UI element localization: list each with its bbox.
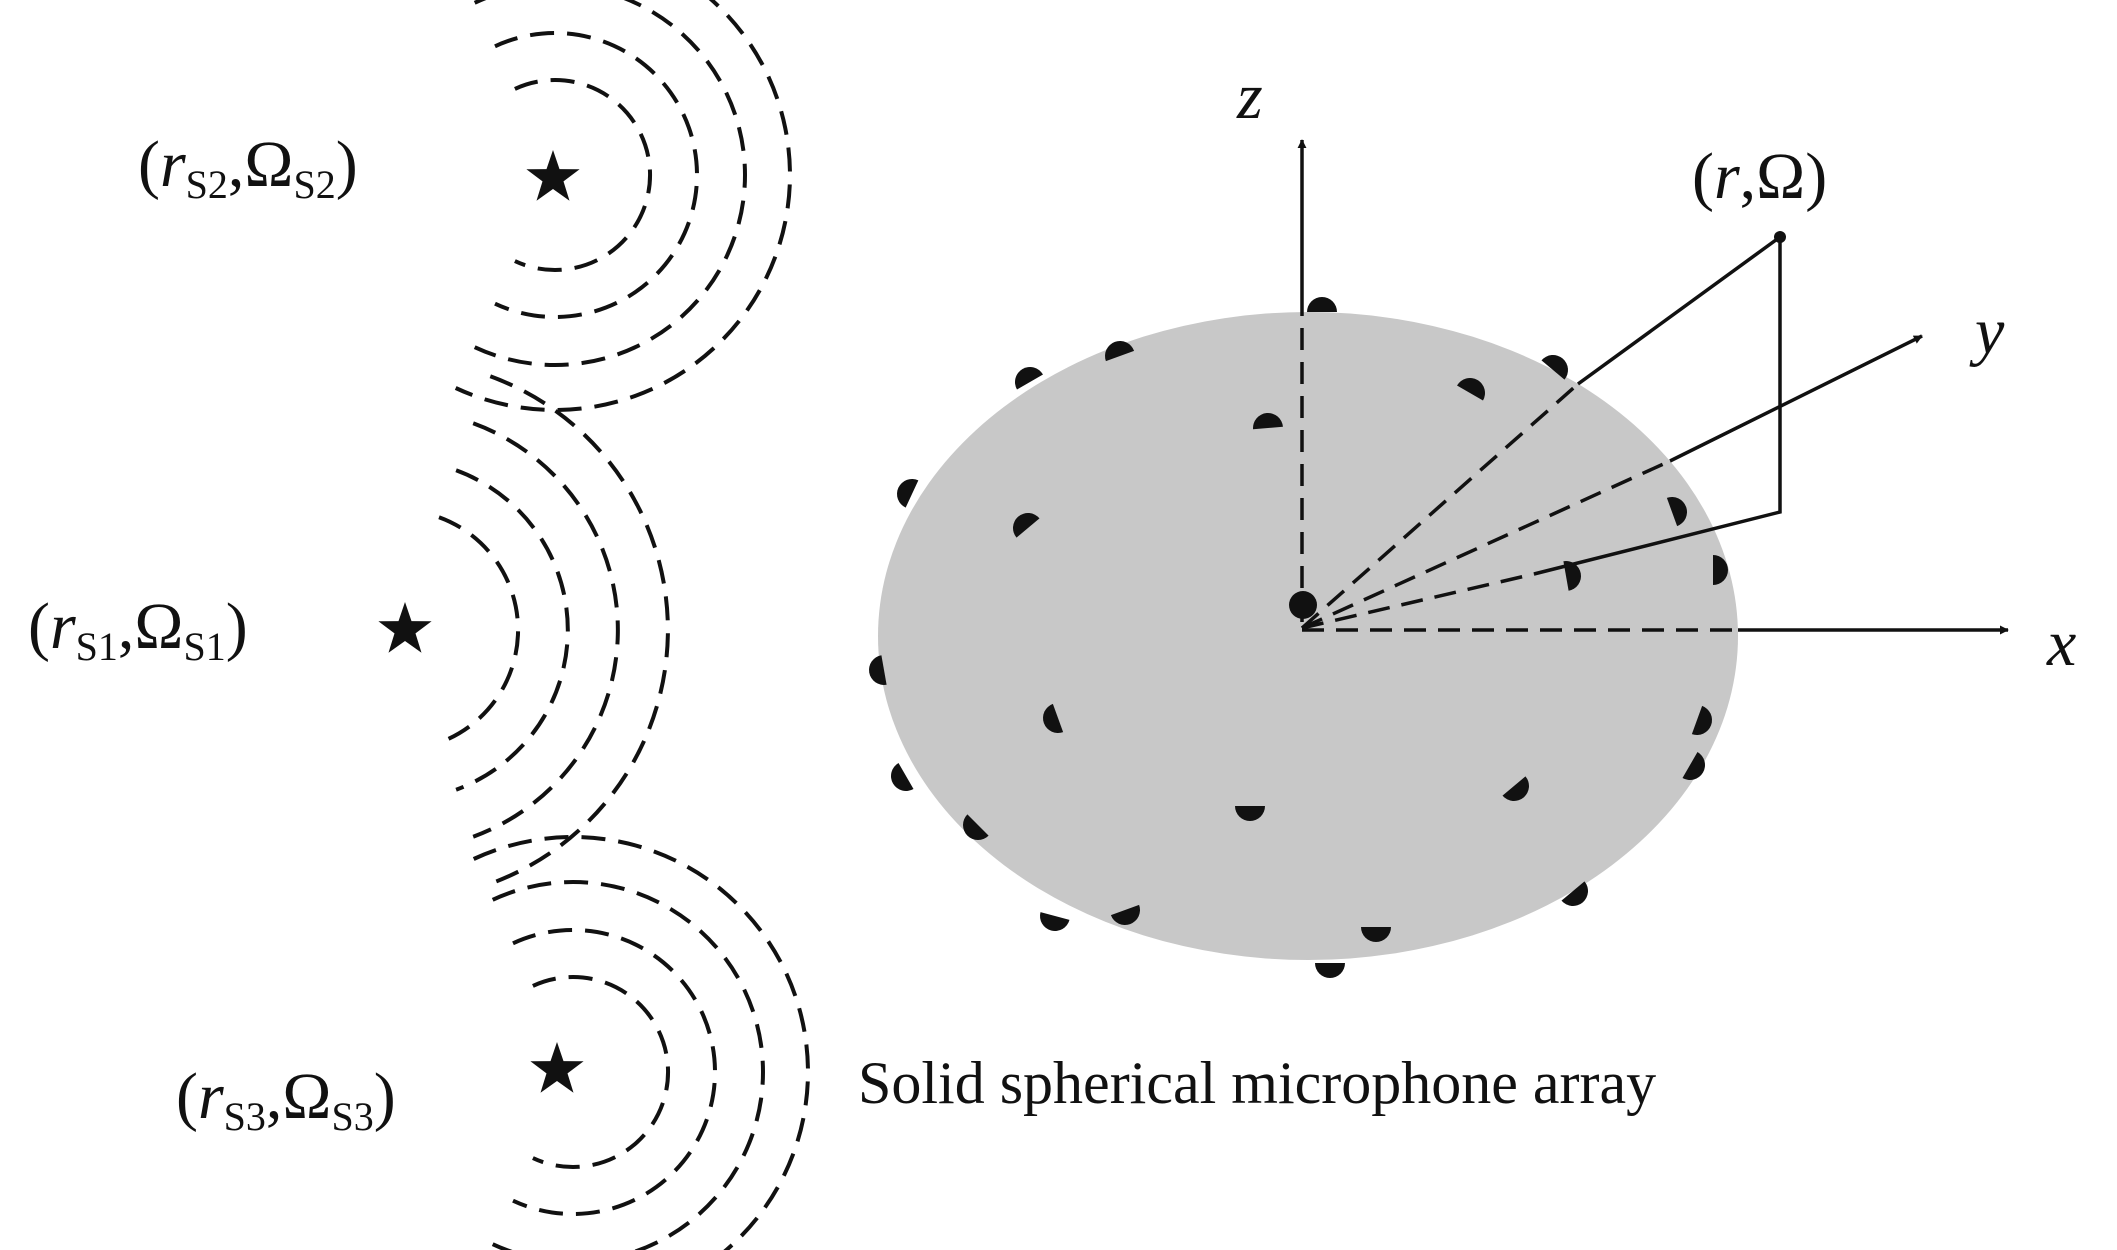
microphone-dot [1541,355,1568,380]
wave-s1-arc [472,421,620,839]
projection-lines [1533,237,1782,576]
wave-s3-arc [532,975,670,1169]
source-label-s2: (rS2,ΩS2) [138,128,358,207]
microphone-dot [1253,413,1283,430]
wave-s3-arc [512,928,718,1216]
microphone-dot [1015,367,1043,390]
microphone-dot [897,479,919,508]
microphone-dot [1040,912,1070,931]
wave-s3-arc [472,835,810,1250]
y-axis [1669,334,1923,463]
x-axis-label: x [2046,607,2076,680]
origin-microphone [1289,591,1317,619]
microphone-dot [1307,297,1337,312]
wave-s2-arc [494,31,700,319]
source-star-s1 [378,602,432,653]
field-point [1774,231,1786,243]
microphone-dot [1013,513,1040,538]
microphone-dots [869,297,1728,978]
microphone-dot [1682,752,1705,780]
microphone-dot [1457,378,1485,401]
z-axis-label: z [1236,60,1263,133]
wave-s2-arc [454,0,792,412]
microphone-dot [1502,776,1529,801]
microphone-dot [1043,703,1064,733]
microphone-sphere [878,312,1738,960]
wave-s2-arc [514,78,652,272]
microphone-dot [869,655,887,685]
microphone-dot [963,814,989,840]
axes-solid [1297,139,2009,635]
microphone-dot [1235,806,1265,821]
microphone-dot [1691,705,1712,735]
microphone-dot [891,763,914,791]
microphone-dot [1713,555,1728,585]
wave-s3-arc [491,880,765,1250]
microphone-dot [1110,904,1140,925]
wave-s1-arc [489,374,670,886]
source-label-s1: (rS1,ΩS1) [28,590,248,669]
wave-s1-arc [438,515,520,745]
wave-s1-arc [455,468,570,792]
ray-to-point [1576,235,1782,386]
microphone-dot [1105,341,1135,362]
ray-3-dashed [1301,572,1535,630]
microphone-dot [1666,497,1687,527]
ray-1-dashed [1300,382,1580,630]
wave-s2-arc [473,0,747,367]
microphone-dot [1561,881,1588,906]
diagram-caption: Solid spherical microphone array [858,1050,1656,1116]
field-point-label: (r,Ω) [1692,140,1827,213]
sound-waves [438,0,810,1250]
source-label-s3: (rS3,ΩS3) [176,1060,396,1139]
axes-dashed [1300,300,1738,632]
y-axis-label: y [1969,295,2005,368]
source-stars [378,150,584,1093]
microphone-dot [1563,561,1581,591]
source-star-s3 [530,1042,584,1093]
microphone-dot [1315,963,1345,978]
microphone-dot [1361,927,1391,942]
source-star-s2 [526,150,580,201]
